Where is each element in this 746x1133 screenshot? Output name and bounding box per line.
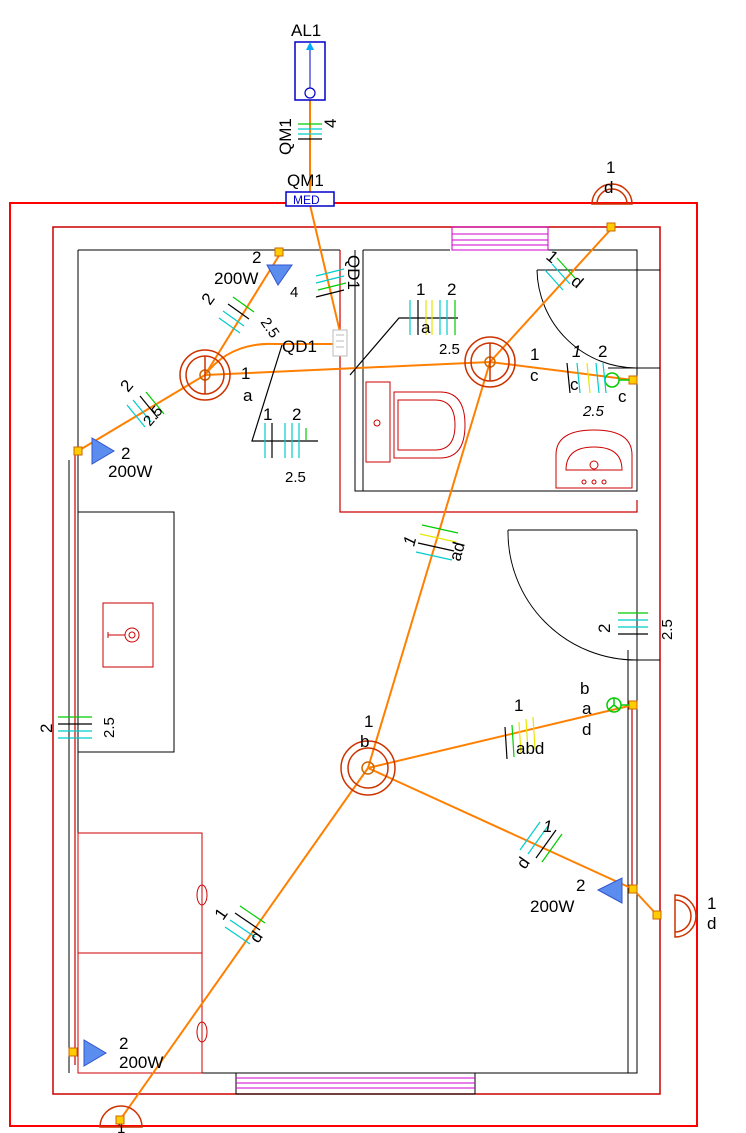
breaker-top-count: 4 (321, 119, 340, 128)
wardrobe (77, 832, 208, 1074)
ceiling-light-left (179, 349, 231, 401)
door-bathroom (536, 269, 638, 369)
ceiling-light-bath (464, 336, 516, 388)
left-wall-size: 2.5 (101, 717, 118, 738)
heater-right-num: 2 (576, 876, 585, 895)
heater-top-num: 2 (252, 248, 261, 267)
breaker-box-text: MED (293, 193, 320, 207)
sink-counter (102, 602, 154, 668)
breaker-box (285, 191, 335, 207)
bath-a-n1: 1 (416, 280, 425, 299)
switch-label-a: a (582, 699, 592, 718)
door-main (507, 529, 660, 661)
top-size: 2.5 (257, 315, 283, 342)
bl-num: 1 (211, 905, 232, 924)
heater-bottom-power: 200W (119, 1053, 163, 1072)
heater-top (266, 264, 293, 286)
light-right-num: 1 (707, 894, 716, 913)
rd-letter: d (513, 854, 534, 873)
wire-ticks (58, 257, 648, 945)
inner-wall (52, 226, 661, 1095)
heater-top-power: 200W (214, 269, 258, 288)
qd-ticks (315, 268, 347, 298)
left-n1: 1 (241, 364, 250, 383)
distribution-box (332, 329, 348, 357)
left-letter: a (243, 386, 253, 405)
light-top-right-num: 1 (606, 158, 615, 177)
switch-label-b: b (580, 679, 589, 698)
counter (77, 511, 175, 753)
junction-markers (68, 222, 662, 1125)
sw-c-n2: 2 (598, 342, 607, 361)
light-right-letter: d (707, 914, 716, 933)
heater-left (91, 437, 115, 465)
left-low-n1: 1 (263, 405, 272, 424)
qd-horizontal-label: QD1 (282, 337, 317, 356)
light-top-right-letter: d (604, 178, 613, 197)
abd-letter: abd (516, 739, 544, 758)
center-num: 1 (364, 712, 373, 731)
rd-num: 1 (543, 817, 552, 836)
abd-num: 1 (514, 696, 523, 715)
outer-wall (9, 202, 698, 1127)
left-low-n2: 2 (292, 405, 301, 424)
building-walls (9, 202, 698, 1127)
sw-c-size: 2.5 (582, 403, 605, 420)
wall-light-right (674, 894, 697, 938)
heater-right-power: 200W (530, 897, 574, 916)
bath-a-letter: a (421, 318, 431, 337)
breaker-label: QM1 (287, 171, 324, 190)
breaker-ticks (298, 123, 322, 140)
switch-label-d: d (582, 720, 591, 739)
sw-c-n1: 1 (572, 342, 581, 361)
switch-bath (604, 372, 629, 388)
top-num: 2 (198, 290, 219, 309)
switch-main (606, 697, 629, 713)
wall-light-bottom (99, 1105, 143, 1128)
center-letter: b (360, 732, 369, 751)
qd-vertical-label: QD1 (344, 255, 363, 290)
light-bottom-num: 1 (117, 1120, 125, 1133)
breaker-top-label: QM1 (276, 118, 295, 155)
lt-num: 2 (117, 376, 138, 395)
wall-light-top-right (591, 183, 633, 205)
window-bottom (236, 1072, 475, 1095)
bath-c-num: 1 (530, 345, 539, 364)
leader-lines (251, 317, 458, 442)
heater-bottom-num: 2 (119, 1034, 128, 1053)
sw-c-letter: c (570, 375, 579, 394)
qd-count: 4 (290, 284, 298, 301)
bath-a-n2: 2 (447, 280, 456, 299)
right-mid-size: 2.5 (659, 619, 676, 640)
heater-right (596, 877, 623, 904)
electrical-panel (294, 41, 326, 101)
heater-bottom-left (83, 1039, 107, 1067)
ad-letter: ad (446, 540, 469, 563)
interior-walls (77, 232, 660, 1094)
bath-walls-red (339, 250, 638, 513)
panel-title: AL1 (291, 21, 321, 40)
switch-bath-letter: c (618, 387, 627, 406)
ceiling-light-center (340, 740, 396, 796)
bath-a-size: 2.5 (439, 341, 460, 358)
washbasin (555, 429, 633, 489)
heater-left-power: 200W (108, 462, 152, 481)
left-low-size: 2.5 (285, 469, 306, 486)
toilet (365, 381, 466, 463)
right-mid-num: 2 (595, 624, 614, 633)
bath-inner-black (354, 250, 637, 492)
wires (77, 97, 658, 1121)
heater-left-num: 2 (121, 444, 130, 463)
left-wall-num: 2 (37, 724, 56, 733)
wire-labels: 1 2 a 2.5 1 c 1 2 c 2.5 1 d 1 a 1 2 2.5 … (37, 247, 676, 947)
bath-c-letter: c (530, 366, 539, 385)
window-top (451, 226, 549, 251)
ad-num: 1 (400, 534, 421, 548)
